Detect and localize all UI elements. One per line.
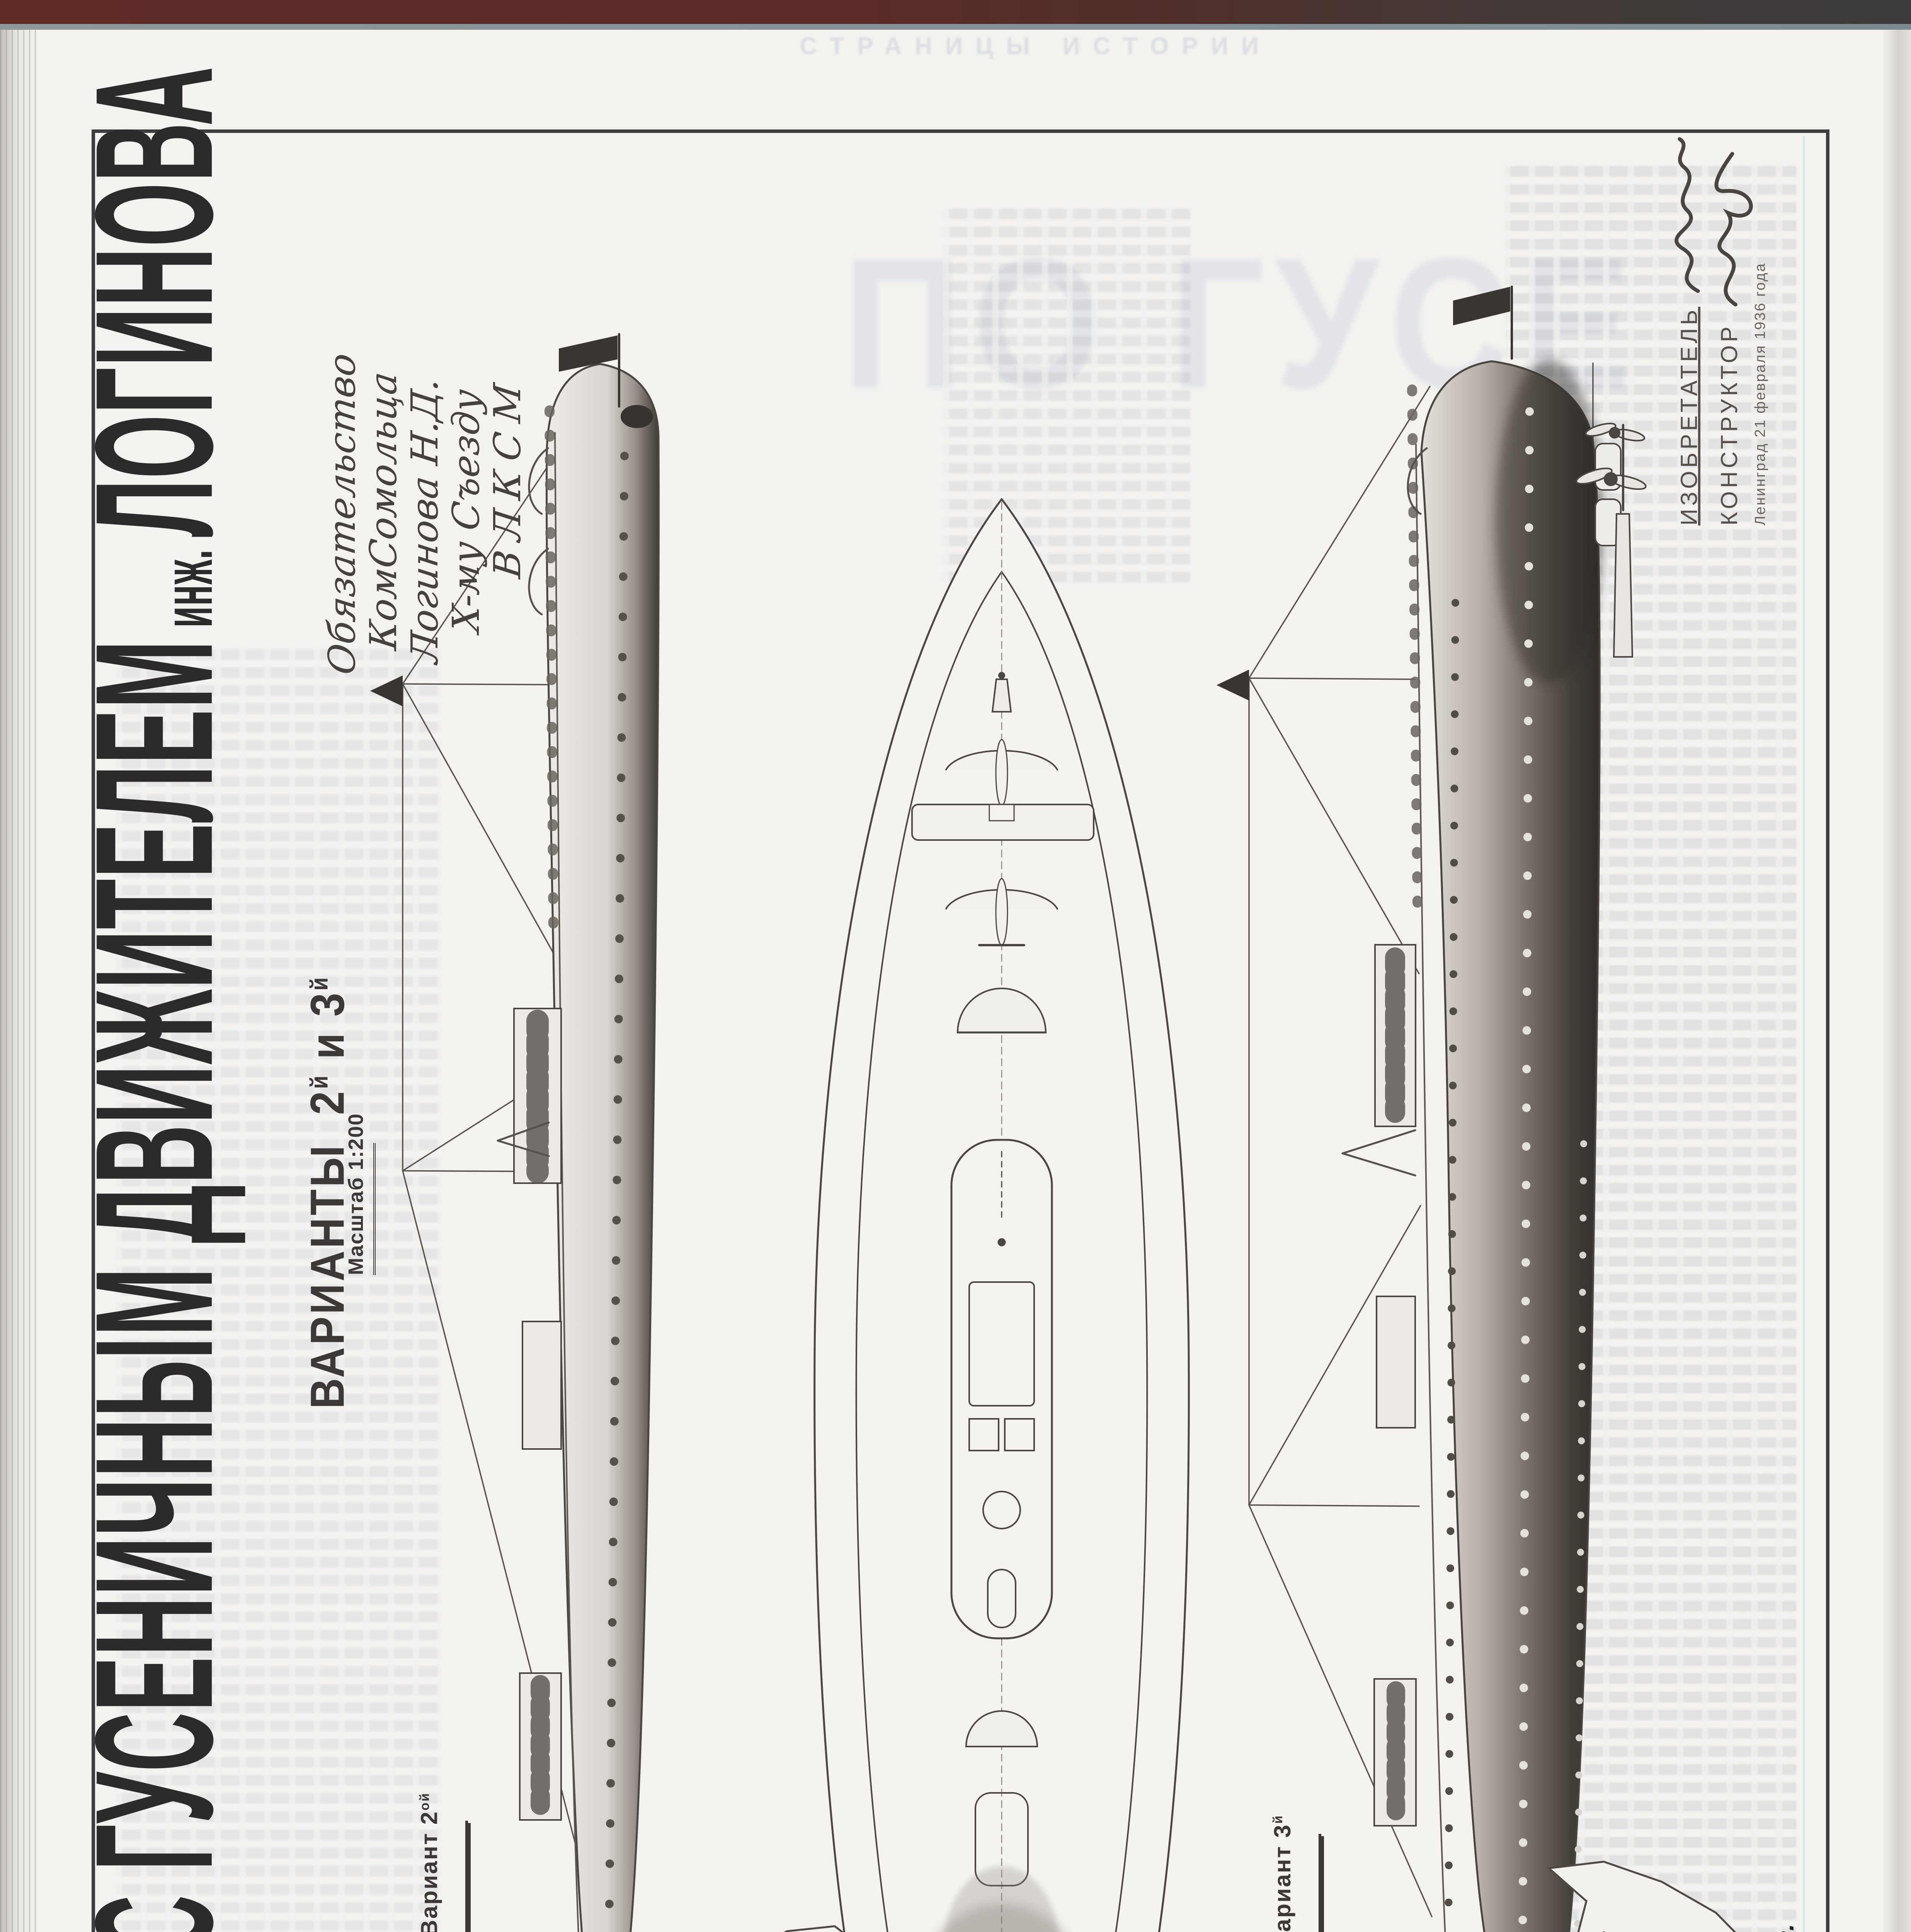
- ship-plan-view: [813, 497, 1190, 1932]
- ship3-portholes-row3: [1574, 1140, 1587, 1932]
- dedication-line: ВЛКСМ: [486, 371, 529, 580]
- ship3-propellers: [1576, 423, 1647, 490]
- ship3-ice-floe: [1547, 1861, 1736, 1932]
- scan-artifact-line: [1803, 136, 1805, 1932]
- signature-stamp-block: ИЗОБРЕТАТЕЛЬ КОНСТРУКТОР Ленинград 21 фе…: [1669, 137, 1796, 526]
- main-title-text: ЛЕДОКОЛ С ГУСЕНИЧНЫМ ДВИЖИТЕЛЕМ: [60, 639, 248, 1932]
- plan-deckhouse: [950, 1139, 1053, 1639]
- plan-hull-inner: [855, 570, 1148, 1932]
- ship3-mast-pennant: [1217, 670, 1249, 701]
- ship3-rudder: [1613, 424, 1634, 658]
- dedication-line: X-му Съезду: [444, 387, 488, 634]
- designer-signature: [1714, 152, 1753, 307]
- book-spine-edge: [0, 30, 37, 1932]
- plan-foremast: [991, 679, 1012, 713]
- variants-conjunction: и: [301, 1031, 354, 1060]
- plan-airplane-2: [945, 878, 1058, 946]
- ship-variant-2-side-view: СТАЛИН: [370, 333, 844, 1932]
- ship3-hull: [1420, 360, 1601, 1932]
- scale-label: Масштаб 1:200: [344, 1113, 376, 1275]
- ship2-hawse-hole: [621, 405, 653, 428]
- dedication-inscription: Обязательство КомСомольца Логинова Н.Д. …: [320, 160, 530, 677]
- ship3-stern-shading: [1496, 359, 1604, 684]
- ship2-hull: [546, 363, 660, 1932]
- ship2-crane: [497, 447, 550, 1157]
- plan-airplane-1: [945, 739, 1058, 807]
- ship-variant-3-side-view: [1217, 286, 1736, 1932]
- variant-2-label-sup: ой: [417, 1792, 432, 1811]
- plan-stern-shading-2: [944, 1866, 1059, 1932]
- stamp-date-line: Ленинград 21 февраля 1936 года: [1752, 262, 1768, 526]
- main-title-vertical: ЛЕДОКОЛ С ГУСЕНИЧНЫМ ДВИЖИТЕЛЕМ инж. ЛОГИН…: [60, 66, 271, 1932]
- plan-aft-dome: [965, 1710, 1038, 1747]
- ship2-ice-floe: [783, 1925, 844, 1932]
- scan-top-edge-shadow: [0, 24, 1911, 30]
- ship3-crane: [1341, 447, 1428, 1177]
- variant-3-label: Вариант 3й: [1269, 1815, 1321, 1932]
- variant-3-label-sup: й: [1271, 1814, 1285, 1824]
- ghost-section-header: СТРАНИЦЫ ИСТОРИИ: [800, 33, 1272, 60]
- dedication-line: Обязательство: [320, 350, 364, 677]
- variant-2-label-text: Вариант 2: [416, 1810, 442, 1932]
- dedication-line: КомСомольца: [362, 369, 405, 652]
- figure-caption: Гусеничный ледокол, проект комсомольца Л…: [1738, 1756, 1802, 1932]
- variant-number-2: 2: [301, 1089, 354, 1115]
- variant-number-3: 3: [301, 990, 354, 1017]
- variant-number-3-sup: й: [305, 975, 333, 991]
- ship3-portholes-row2: [1518, 407, 1534, 1932]
- ship3-portholes-row1: [1445, 599, 1459, 1932]
- plan-foremast-top: [998, 672, 1005, 679]
- variant-2-label: Вариант 2ой: [416, 1792, 468, 1932]
- plan-catapult-platform: [911, 804, 1094, 841]
- ship2-deck-line: [554, 432, 579, 1932]
- page-fold-shadow: [1882, 30, 1911, 1932]
- plan-bridge: [956, 988, 1047, 1033]
- variant-3-label-text: Вариант 3: [1269, 1823, 1295, 1932]
- main-title-designer-name: ЛОГИНОВА: [60, 66, 248, 537]
- ship2-mast-pennant: [370, 675, 403, 706]
- ship3-flag: [1453, 287, 1510, 325]
- figure-caption-line2: комсомольца Логинова, 1934-1936 г.: [1769, 1756, 1800, 1932]
- figure-caption-line1: Гусеничный ледокол, проект: [1738, 1756, 1769, 1932]
- main-title-engineer-abbrev: инж.: [148, 549, 227, 628]
- ghost-text-column-left: [116, 649, 441, 1932]
- blueprint-frame: [92, 129, 1829, 1932]
- inventor-signature: [1674, 137, 1700, 293]
- variant-number-2-sup: й: [305, 1073, 333, 1089]
- ship2-railing: [545, 405, 558, 936]
- designer-label: КОНСТРУКТОР: [1716, 323, 1742, 526]
- icebreaker-drawing: СТАЛИН: [370, 286, 1736, 1932]
- ship2-flag: [559, 335, 618, 372]
- scan-top-edge: [0, 0, 1911, 24]
- inventor-label: ИЗОБРЕТАТЕЛЬ: [1676, 306, 1702, 526]
- dedication-line: Логинова Н.Д.: [403, 376, 446, 665]
